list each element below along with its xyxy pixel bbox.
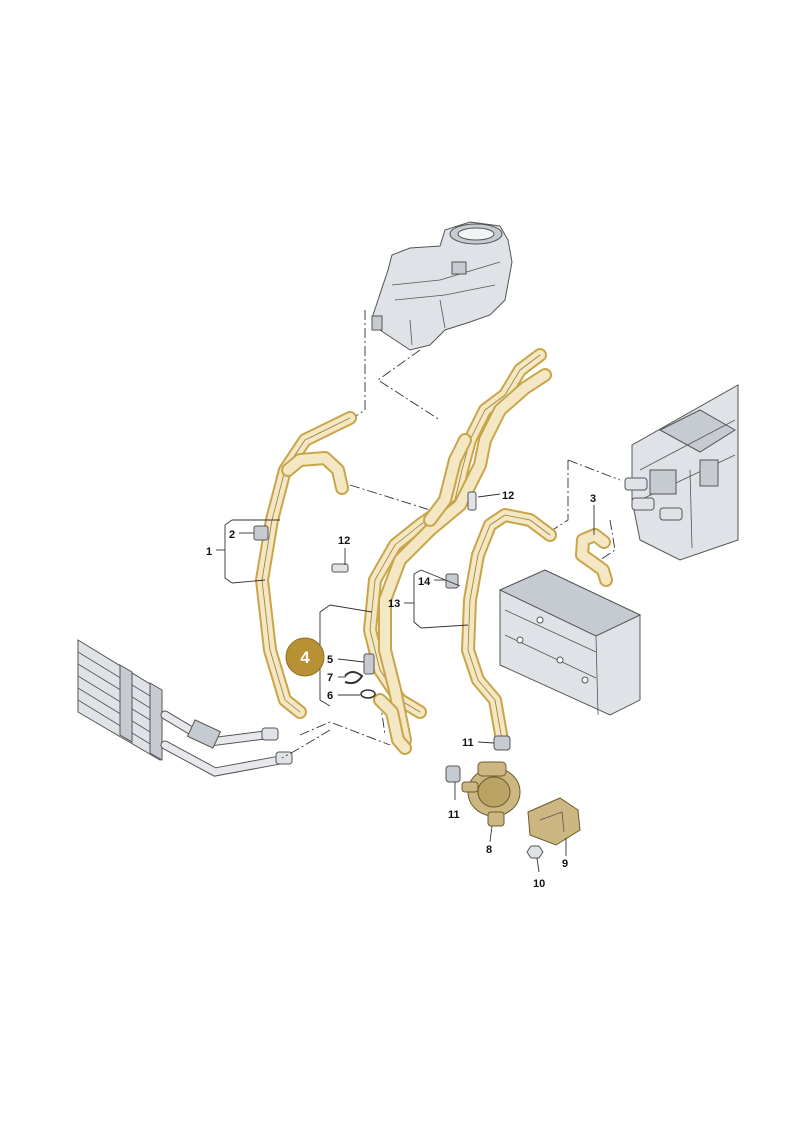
clip-part-7 (344, 671, 364, 685)
callout-2[interactable]: 2 (229, 529, 235, 541)
coolant-pump-part-8 (461, 761, 521, 827)
callout-11-top[interactable]: 11 (462, 737, 474, 749)
callout-13[interactable]: 13 (388, 598, 400, 610)
oring-part-6 (360, 689, 376, 699)
bolt-part-12-left (331, 563, 349, 573)
callout-labels: 1 2 3 5 7 6 8 9 10 11 11 12 12 13 14 (206, 490, 596, 890)
callout-12-left[interactable]: 12 (338, 535, 350, 547)
callout-5[interactable]: 5 (327, 654, 333, 666)
callout-10[interactable]: 10 (533, 878, 545, 890)
power-electronics-unit (624, 384, 739, 561)
callout-3[interactable]: 3 (590, 493, 596, 505)
clamp-part-2 (253, 525, 269, 541)
callout-badge-4[interactable] (285, 637, 325, 677)
control-module (498, 569, 642, 716)
callout-9[interactable]: 9 (562, 858, 568, 870)
nut-part-10 (526, 845, 544, 859)
connector-part-14 (445, 573, 459, 589)
callout-1[interactable]: 1 (206, 546, 212, 558)
coolant-expansion-tank (371, 221, 513, 351)
pump-bracket-part-9 (527, 797, 581, 846)
callout-6[interactable]: 6 (327, 690, 333, 702)
callout-7[interactable]: 7 (327, 672, 333, 684)
small-parts (253, 491, 581, 859)
callout-8[interactable]: 8 (486, 844, 492, 856)
sensor-part-5 (363, 653, 375, 675)
radiator (77, 639, 293, 777)
coolant-hoses (255, 348, 613, 755)
callout-12-right[interactable]: 12 (502, 490, 514, 502)
leader-lines (216, 493, 595, 873)
clamp-part-11-bottom (445, 765, 461, 783)
bolt-part-12-right (467, 491, 477, 511)
callout-14[interactable]: 14 (418, 576, 431, 588)
clamp-part-11-top (493, 735, 511, 751)
callout-4-label: 4 (300, 648, 310, 667)
callout-11-bottom[interactable]: 11 (448, 809, 460, 821)
